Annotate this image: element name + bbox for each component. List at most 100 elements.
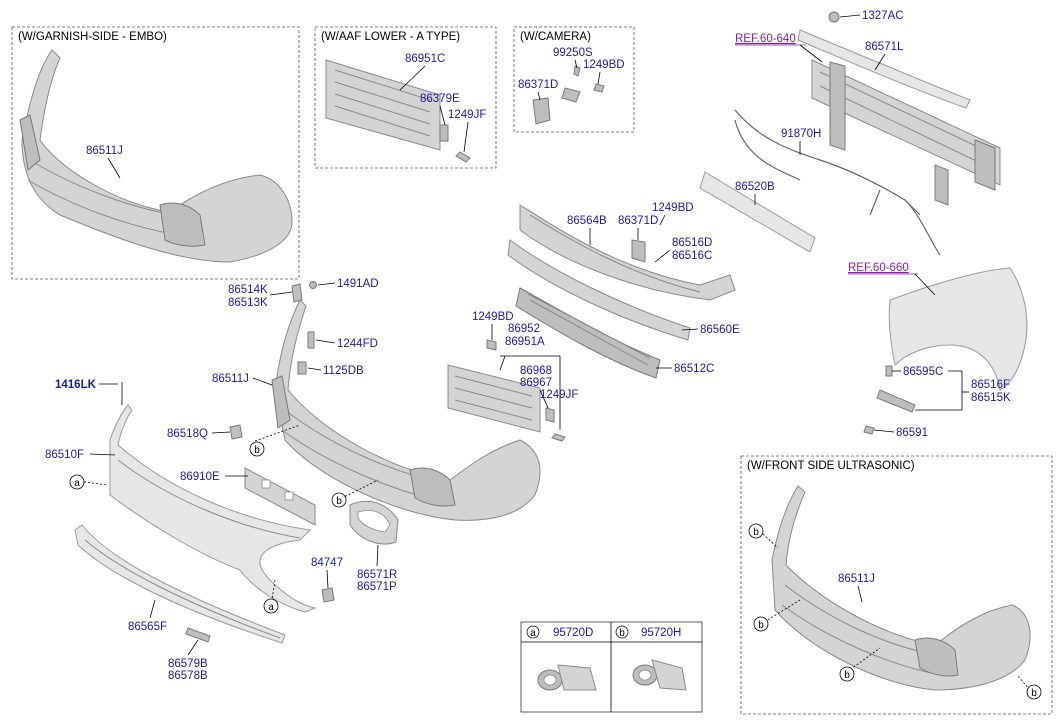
part-number: 86516C: [672, 250, 712, 262]
beam-bracket: [934, 164, 949, 206]
callout-circle: [263, 598, 279, 614]
callout-b: b: [839, 666, 855, 682]
group-box-camera: [513, 26, 635, 133]
part-number: 86564B: [567, 215, 607, 227]
part-number: 86512C: [674, 363, 714, 375]
camera-bracket: [532, 97, 551, 125]
leader-line: [307, 367, 322, 371]
callout-b: b: [1026, 684, 1042, 700]
beam-crash-box-right: [974, 139, 996, 191]
part-number: 86560E: [700, 324, 740, 336]
leader-line: [317, 282, 336, 286]
legend-letter-b: b: [619, 628, 625, 639]
callout-circle: [753, 616, 769, 632]
leader-line: [499, 355, 506, 371]
fog-lamp-opening: [357, 510, 391, 533]
small-cover: [229, 424, 243, 440]
leader-line: [269, 291, 293, 296]
beam-body: [811, 59, 1001, 186]
lower-cover: [109, 404, 317, 613]
energy-absorber: [699, 171, 816, 253]
part-number: 86510F: [45, 449, 84, 461]
aaf-unit-slats: [454, 375, 533, 421]
leader-line: [149, 599, 156, 619]
upper-bracket-rib: [529, 214, 701, 293]
callout-letter: b: [844, 670, 850, 681]
license-hole: [261, 479, 271, 489]
wiring-branches: [734, 119, 921, 216]
aaf-grille: [325, 59, 471, 163]
fender: [888, 267, 1028, 391]
camera-assembly: [532, 65, 605, 125]
camera-unit: [561, 87, 581, 103]
callout-letter: b: [758, 620, 764, 631]
part-number: 86968: [520, 365, 552, 377]
part-number: 86518Q: [167, 428, 208, 440]
callout-letter: b: [753, 527, 759, 538]
camera-clip: [573, 65, 581, 77]
leader-line: [654, 249, 671, 263]
group-label-camera: (W/CAMERA): [520, 31, 591, 43]
legend-part-b: 95720H: [641, 627, 681, 639]
leader-line: [399, 65, 426, 91]
aaf-unit-screw: [486, 339, 497, 351]
leader-line: [252, 377, 273, 386]
leader-bracket: [915, 370, 963, 411]
part-number: 86514K: [228, 284, 268, 296]
garnish-side-left: [159, 202, 206, 247]
bumper-crease: [29, 159, 176, 216]
fascia-corner: [271, 375, 291, 429]
leader-line: [799, 44, 823, 63]
bumper-beam: [797, 11, 1001, 206]
sensor-leader: [83, 481, 109, 486]
leader-line: [597, 71, 601, 85]
part-number: 84747: [311, 557, 343, 569]
part-number: 1249JF: [540, 389, 578, 401]
group-label-garnish: (W/GARNISH-SIDE - EMBO): [18, 31, 167, 43]
sensor-b-icon: [632, 659, 687, 691]
camera-bracket-small: [631, 239, 646, 263]
leader-line: [439, 105, 446, 126]
part-number: 1249BD: [583, 59, 625, 71]
callout-circle: [249, 441, 265, 457]
part-number: 86511J: [838, 573, 875, 585]
sensor-leader: [1017, 675, 1031, 691]
callout-circle: [1026, 684, 1042, 700]
part-number: 86951A: [505, 336, 545, 348]
beam-crash-box-left: [829, 61, 846, 151]
aaf-unit-bolt: [551, 433, 566, 442]
part-number: 86371D: [618, 215, 658, 227]
group-label-aaf: (W/AAF LOWER - A TYPE): [321, 31, 460, 43]
side-clip: [885, 365, 893, 377]
front-lip: [74, 524, 286, 644]
fascia-side-garnish: [409, 467, 456, 507]
sensor-a-body: [557, 664, 597, 691]
callout-letter: b: [336, 496, 342, 507]
group-box-garnish: [11, 26, 300, 280]
aaf-screw: [455, 151, 471, 163]
leader-line: [89, 453, 116, 456]
wiring-harness: [734, 109, 941, 256]
leader-line: [839, 14, 861, 18]
part-number: 1249BD: [652, 202, 694, 214]
lower-grille: [515, 287, 661, 379]
legend-callout-b: [615, 625, 629, 639]
fastener: [321, 587, 335, 603]
part-number: 86595C: [903, 366, 943, 378]
leader-line: [315, 339, 336, 344]
lower-cover-crease: [117, 459, 301, 539]
leader-line: [857, 585, 863, 603]
aaf-actuator: [439, 124, 449, 142]
license-hole: [284, 491, 294, 501]
sensor-b-face: [638, 669, 652, 681]
callout-b: b: [249, 441, 265, 457]
bumper-cover-garnish: [19, 49, 293, 263]
license-bracket-shape: [244, 467, 316, 526]
part-number: 86379E: [420, 93, 460, 105]
leader-line: [539, 389, 549, 409]
part-number: 86371D: [518, 79, 558, 91]
part-number: 1416LK: [55, 379, 97, 391]
callout-a: a: [263, 598, 279, 614]
leader-line: [211, 431, 231, 434]
